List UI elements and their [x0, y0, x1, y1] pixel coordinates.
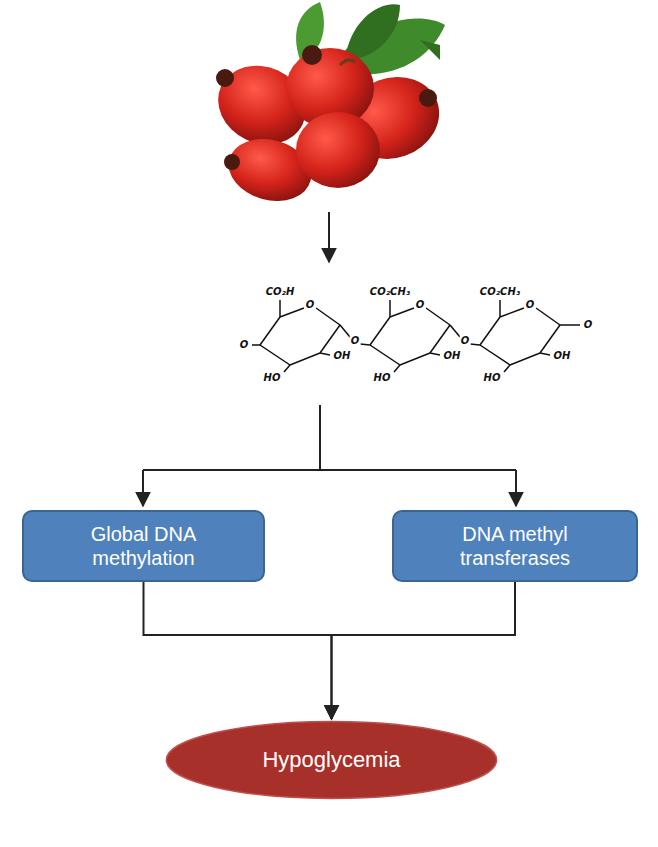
atom-label: O	[583, 319, 594, 331]
atom-label: O	[305, 299, 316, 311]
rose-hips	[205, 2, 451, 210]
node-text: Global DNA methylation	[69, 522, 219, 570]
atom-label: CO₂H	[265, 286, 296, 298]
atom-label: O	[460, 335, 471, 347]
atom-label: OH	[553, 350, 572, 362]
atom-label: O	[350, 335, 361, 347]
atom-label: HO	[263, 372, 282, 384]
atom-label: CO₂CH₃	[479, 286, 521, 298]
node-text: DNA methyl transferases	[440, 522, 590, 570]
split-arrows	[143, 405, 516, 506]
atom-label: O	[415, 299, 426, 311]
atom-label: OH	[333, 350, 352, 362]
flow-arrow	[144, 582, 332, 719]
atom-label: O	[239, 339, 250, 351]
flow-arrow	[332, 582, 516, 719]
atom-label: OH	[443, 350, 462, 362]
atom-label: CO₂CH₃	[369, 286, 411, 298]
process-box: DNA methyl transferases	[392, 510, 638, 582]
atom-label: O	[525, 299, 536, 311]
process-box: Global DNA methylation	[22, 510, 265, 582]
chemical-structure	[252, 300, 580, 372]
atom-label: HO	[373, 372, 392, 384]
node-text: Hypoglycemia	[262, 747, 400, 773]
atom-label: HO	[483, 372, 502, 384]
outcome-ellipse: Hypoglycemia	[163, 720, 500, 800]
